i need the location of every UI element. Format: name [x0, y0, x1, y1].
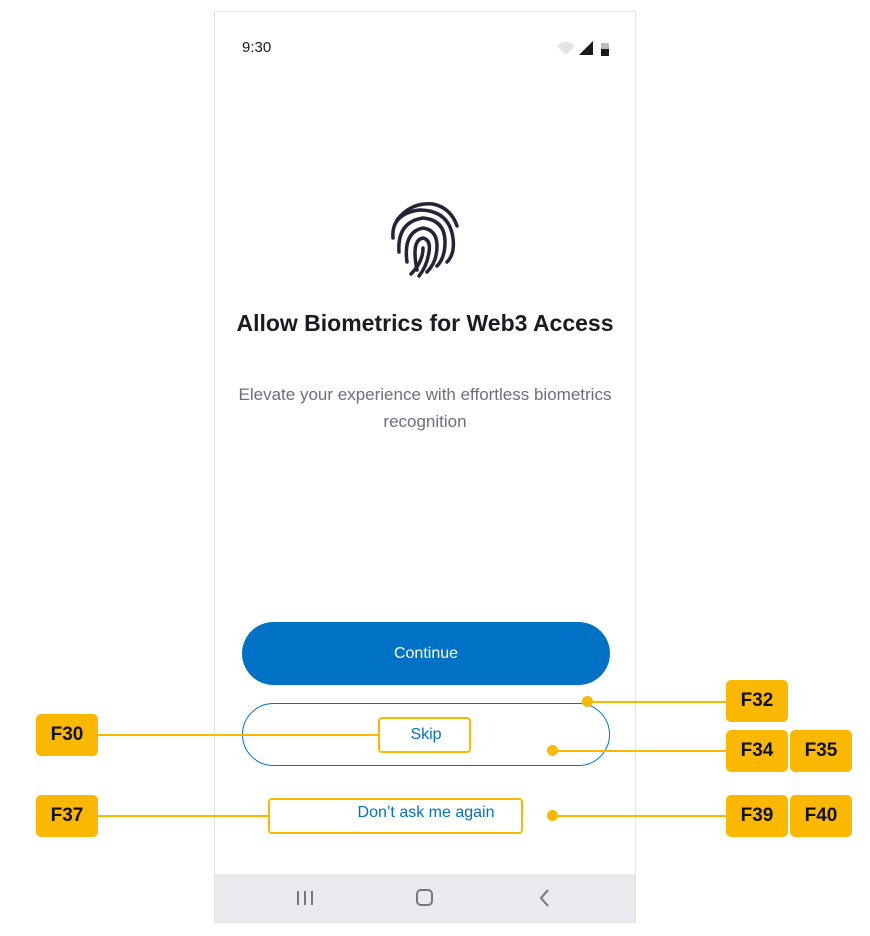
- dont-ask-again-link[interactable]: Don’t ask me again: [357, 804, 495, 821]
- annotation-tag: F32: [726, 680, 788, 722]
- annotation-tag: F30: [36, 714, 98, 756]
- status-icons: [557, 41, 609, 56]
- signal-icon: [579, 41, 593, 55]
- annotation-tag: F37: [36, 795, 98, 837]
- annotation-tag: F39: [726, 795, 788, 837]
- continue-button[interactable]: Continue: [242, 622, 610, 685]
- annotation-tag: F35: [790, 730, 852, 772]
- page-title: Allow Biometrics for Web3 Access: [236, 310, 614, 336]
- fingerprint-icon: [391, 202, 459, 278]
- navigation-bar: [215, 874, 635, 922]
- wifi-icon: [557, 42, 575, 55]
- page-subtitle: Elevate your experience with effortless …: [238, 385, 612, 431]
- skip-label: Skip: [410, 725, 442, 743]
- annotation-tag: F34: [726, 730, 788, 772]
- status-time: 9:30: [242, 39, 272, 56]
- back-icon[interactable]: [537, 888, 553, 908]
- annotation-tag: F40: [790, 795, 852, 837]
- home-icon[interactable]: [415, 889, 435, 907]
- phone-screen: 9:30 Allow Biometrics for Web3 Access El…: [214, 11, 636, 923]
- recents-icon[interactable]: [295, 889, 315, 907]
